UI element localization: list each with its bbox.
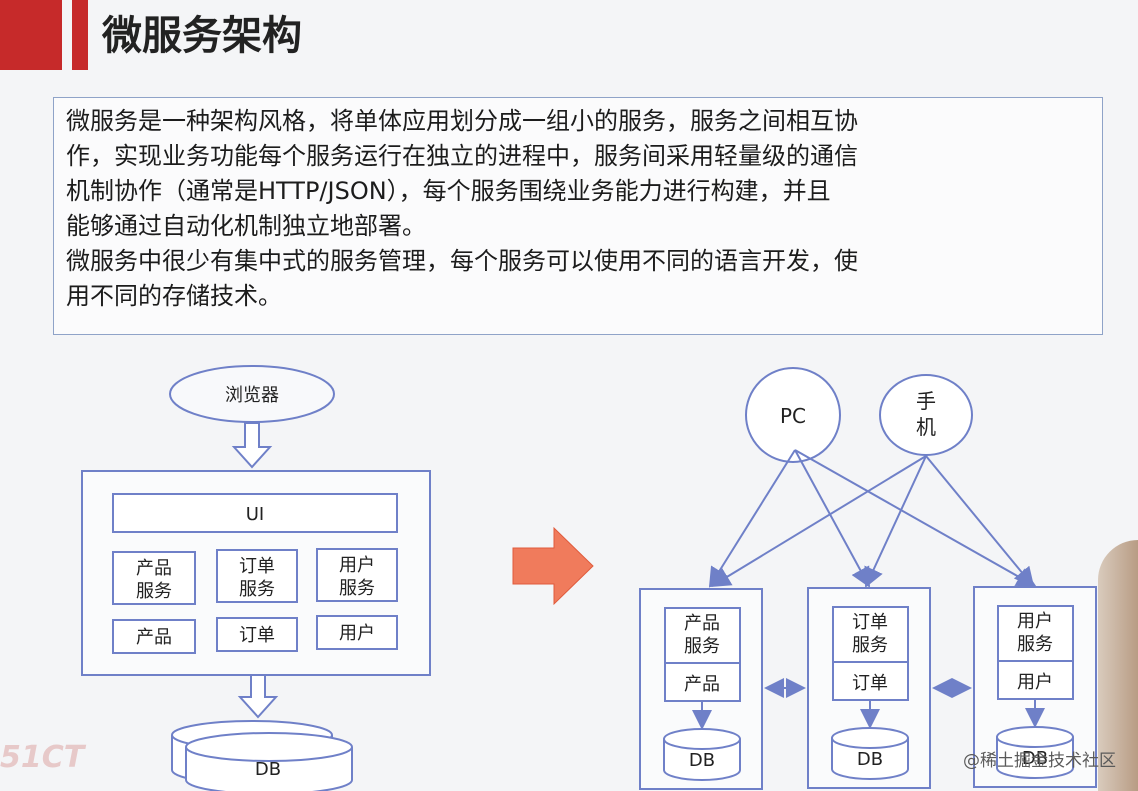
mobile-to-product-arrow <box>710 455 927 588</box>
mobile-to-user-arrow <box>925 455 1035 588</box>
presenter-shoulder <box>1098 540 1138 791</box>
ms-order-db-label: DB <box>857 749 883 770</box>
app-to-db-arrow <box>237 674 279 719</box>
pc-to-order-arrow <box>794 449 870 588</box>
description-line: 能够通过自动化机制独立地部署。 <box>66 212 426 240</box>
watermark-right: @稀土掘金技术社区 <box>963 751 1116 771</box>
pc-client-label: PC <box>780 404 806 428</box>
description-box: 微服务是一种架构风格，将单体应用划分成一组小的服务，服务之间相互协 作，实现业务… <box>53 97 1103 335</box>
description-line: 微服务是一种架构风格，将单体应用划分成一组小的服务，服务之间相互协 <box>66 107 858 135</box>
watermark-left: 51CT <box>0 740 85 775</box>
user-entity-label: 用户 <box>339 623 375 644</box>
product-service-box <box>112 551 196 605</box>
order-entity-box <box>216 617 298 652</box>
monolith-diagram: 浏览器 UI 产品服务 订单服务 用户服务 产品 订单 用户 DB <box>81 365 431 791</box>
order-microservice: 订单服务 订单 DB <box>807 587 931 789</box>
order-entity-label: 订单 <box>239 625 275 646</box>
page-title: 微服务架构 <box>102 13 302 59</box>
product-entity-label: 产品 <box>136 627 172 648</box>
description-line: 微服务中很少有集中式的服务管理，每个服务可以使用不同的语言开发，使 <box>66 247 858 275</box>
pc-to-product-arrow <box>708 449 796 588</box>
product-entity-box <box>112 619 196 654</box>
product-microservice: 产品服务 产品 DB <box>639 588 763 790</box>
ui-layer <box>112 493 398 533</box>
ui-label: UI <box>246 504 264 525</box>
pc-to-user-arrow <box>794 449 1037 587</box>
monolith-db-label: DB <box>255 759 281 780</box>
ms-product-service-label: 产品服务 <box>684 613 720 657</box>
description-line: 作，实现业务功能每个服务运行在独立的进程中，服务间采用轻量级的通信 <box>66 142 858 170</box>
monolith-db: DB <box>171 720 353 791</box>
ms-order-entity-label: 订单 <box>852 673 888 694</box>
ms-user-entity-label: 用户 <box>1017 672 1053 693</box>
user-microservice: 用户服务 用户 DB <box>973 586 1097 788</box>
description-line: 用不同的存储技术。 <box>66 282 282 310</box>
ms-user-service-label: 用户服务 <box>1017 611 1053 655</box>
title-accent-bar <box>0 0 62 70</box>
ms-user-db-label: DB <box>1022 748 1048 769</box>
ms-product-entity-label: 产品 <box>684 674 720 695</box>
user-entity-box <box>316 615 398 650</box>
microservices-diagram: PC 手机 产品服务 产品 DB 订单服务 订单 <box>639 367 1097 790</box>
pc-client-node <box>745 367 841 463</box>
ms-product-db-label: DB <box>689 750 715 771</box>
mobile-client-node <box>879 374 973 456</box>
order-service-label: 订单服务 <box>239 556 275 600</box>
title-accent-bar-2 <box>72 0 88 70</box>
description-line: 机制协作（通常是HTTP/JSON），每个服务围绕业务能力进行构建，并且 <box>66 177 831 205</box>
product-service-label: 产品服务 <box>136 558 172 602</box>
order-service-box <box>216 549 298 603</box>
mobile-to-order-arrow <box>864 455 927 588</box>
browser-label: 浏览器 <box>225 385 279 406</box>
user-service-label: 用户服务 <box>339 555 375 599</box>
ms-order-service-label: 订单服务 <box>852 612 888 656</box>
browser-to-app-arrow <box>231 422 273 469</box>
transition-arrow <box>512 526 594 606</box>
mobile-client-label: 手机 <box>916 389 936 439</box>
user-service-box <box>316 548 398 602</box>
